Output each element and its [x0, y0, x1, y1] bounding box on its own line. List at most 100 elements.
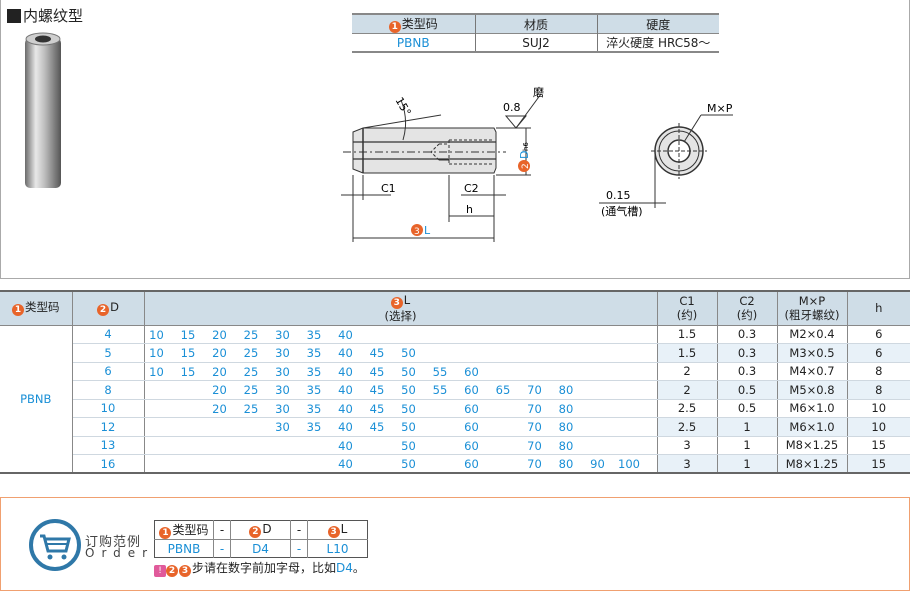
- groove-value: 0.15: [606, 189, 631, 202]
- order-value-sep: -: [290, 539, 308, 558]
- d-cell: 8: [72, 380, 145, 400]
- spec-material: SUJ2: [475, 33, 598, 52]
- title-text: 内螺纹型: [23, 7, 84, 25]
- l-option: 40: [338, 346, 353, 360]
- c1-cell: 1.5: [657, 343, 718, 363]
- order-note-text: 步请在数字前加字母，比如: [192, 561, 337, 575]
- l-option: 35: [306, 327, 322, 342]
- l-option: 40: [338, 401, 353, 416]
- c2-cell: 0.3: [717, 343, 778, 363]
- shopping-cart-icon: [29, 519, 81, 571]
- l-option: 15: [180, 364, 196, 379]
- l-option: 40: [338, 438, 353, 453]
- badge-2-icon: 2: [166, 565, 178, 577]
- d-text: D: [518, 151, 531, 159]
- c1-cell: 2.5: [657, 399, 718, 418]
- badge-1-icon: 1: [159, 527, 172, 539]
- product-photo: [25, 32, 61, 188]
- roughness-label: 0.8: [503, 101, 521, 114]
- warning-icon: !: [154, 565, 166, 577]
- l-option: 45: [369, 383, 385, 397]
- c2-cell: 1: [717, 417, 778, 437]
- c2-label: C2: [464, 182, 479, 195]
- mxp-cell: M2×0.4: [777, 325, 848, 344]
- l-option: 30: [275, 327, 290, 342]
- order-sep: -: [213, 520, 231, 540]
- d-badge: 2: [521, 163, 531, 169]
- d-label: 2 D h6: [518, 142, 531, 172]
- badge-1-icon: 1: [388, 21, 401, 33]
- l-option: 30: [275, 420, 290, 434]
- l-option: 10: [149, 346, 164, 360]
- d-cell: 4: [72, 325, 145, 344]
- l-option: 50: [401, 401, 416, 416]
- c2-cell: 0.3: [717, 362, 778, 381]
- spec-header-hardness: 硬度: [597, 14, 719, 34]
- l-option: 70: [527, 420, 542, 434]
- grind-label: 磨: [533, 86, 544, 99]
- c1-cell: 3: [657, 436, 718, 455]
- c2-cell: 1: [717, 454, 778, 474]
- header-mxp-sub: (粗牙螺纹): [784, 308, 840, 323]
- l-option: 70: [527, 383, 542, 397]
- technical-drawing: 15° 0.8 磨 2 D h6 C1 C2 h 3 L M×P 0.15 (通…: [341, 86, 733, 242]
- type-code-cell: PBNB: [0, 325, 73, 473]
- l-option: 40: [338, 364, 353, 379]
- order-note-end: 。: [352, 561, 365, 575]
- l-option: 30: [275, 383, 290, 397]
- l-option: 80: [558, 420, 574, 434]
- spec-header-material: 材质: [475, 14, 598, 34]
- l-option: 60: [464, 383, 479, 397]
- l-option: 50: [401, 364, 416, 379]
- l-option: 70: [527, 457, 542, 471]
- c2-cell: 1: [717, 436, 778, 455]
- d-cell: 6: [72, 362, 145, 381]
- badge-3-icon: 3: [179, 565, 191, 577]
- l-option: 70: [527, 401, 542, 416]
- header-d-label: D: [110, 300, 119, 315]
- l-option: 80: [558, 383, 574, 397]
- c2-cell: 0.5: [717, 399, 778, 418]
- l-option: 10: [149, 364, 164, 379]
- order-label-cn: 订购范例: [85, 535, 142, 550]
- header-mxp: M×P(粗牙螺纹): [777, 291, 848, 326]
- l-option: 35: [306, 401, 322, 416]
- l-option: 20: [212, 346, 227, 360]
- badge-1-icon: 1: [12, 304, 24, 317]
- l-option: 60: [464, 420, 479, 434]
- header-c1: C1(约): [657, 291, 718, 326]
- h-label: h: [466, 203, 473, 216]
- square-bullet-icon: [7, 8, 21, 23]
- l-option: 90: [590, 457, 605, 471]
- l-option: 80: [558, 457, 574, 471]
- l-option: 20: [212, 327, 227, 342]
- d-cell: 16: [72, 454, 145, 474]
- order-note-example: D4: [336, 561, 353, 575]
- l-option: 35: [306, 346, 322, 360]
- mxp-cell: M5×0.8: [777, 380, 848, 400]
- header-h: h: [847, 291, 910, 326]
- d-cell: 13: [72, 436, 145, 455]
- l-option: 40: [338, 327, 353, 342]
- h-cell: 6: [847, 325, 910, 344]
- l-option: 55: [432, 383, 448, 397]
- l-option: 35: [306, 364, 322, 379]
- d-cell: 12: [72, 417, 145, 437]
- c1-cell: 3: [657, 454, 718, 474]
- mxp-cell: M8×1.25: [777, 454, 848, 474]
- l-option: 45: [369, 420, 385, 434]
- h-cell: 6: [847, 343, 910, 363]
- order-value-type: PBNB: [154, 539, 214, 558]
- l-badge-icon: [411, 224, 423, 236]
